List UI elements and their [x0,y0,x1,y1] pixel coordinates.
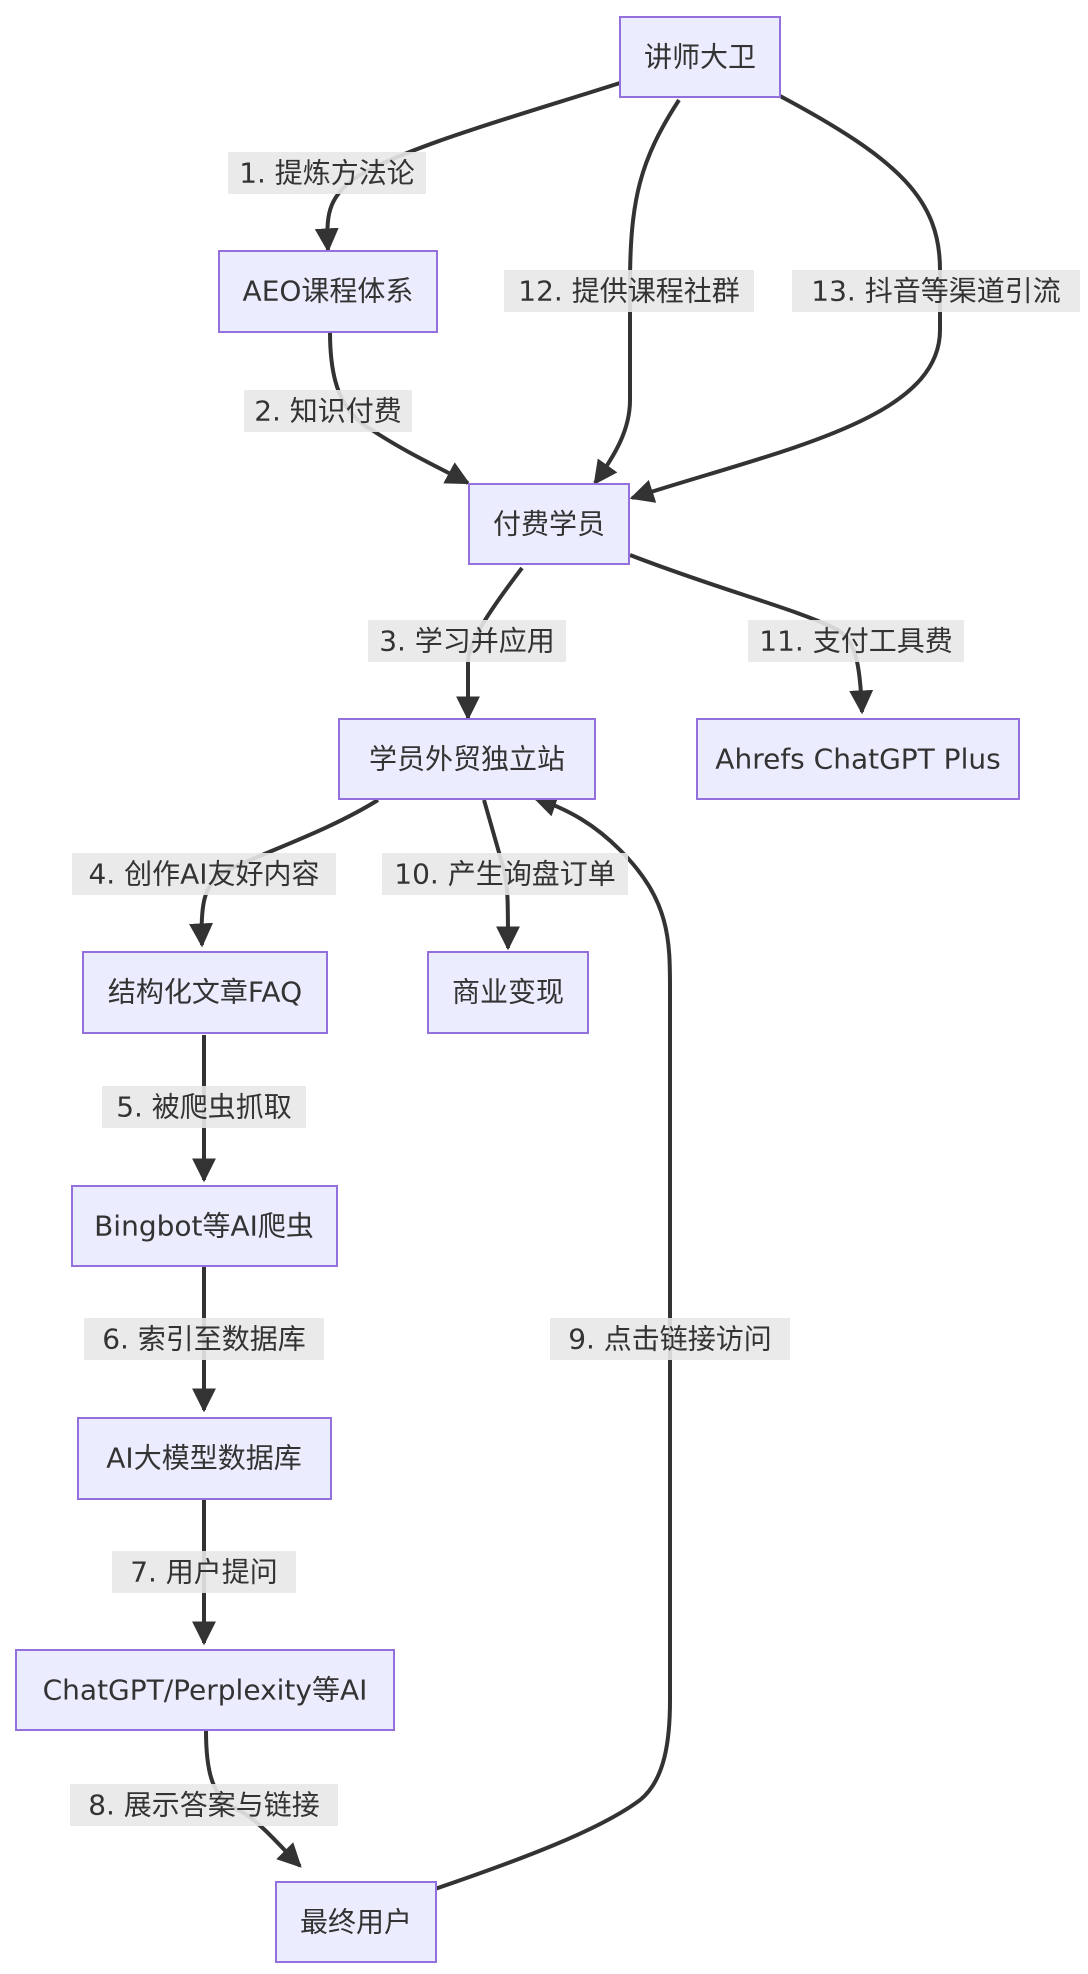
node-david-label: 讲师大卫 [644,41,756,74]
node-chatgpt[interactable]: ChatGPT/Perplexity等AI [15,1649,395,1731]
edge-label-12-text: 12. 提供课程社群 [518,275,739,308]
node-site-label: 学员外贸独立站 [369,743,565,776]
node-aeo[interactable]: AEO课程体系 [218,250,438,333]
node-faq[interactable]: 结构化文章FAQ [82,951,328,1034]
node-faq-label: 结构化文章FAQ [108,976,302,1009]
node-bingbot[interactable]: Bingbot等AI爬虫 [71,1185,338,1267]
edge-label-3: 3. 学习并应用 [368,620,566,662]
edge-label-13-text: 13. 抖音等渠道引流 [811,275,1060,308]
edge-enduser-to-site [431,793,672,1892]
edge-label-8-text: 8. 展示答案与链接 [88,1789,320,1822]
node-site[interactable]: 学员外贸独立站 [338,718,596,800]
node-tools-label: Ahrefs ChatGPT Plus [715,743,1000,776]
node-bingbot-label: Bingbot等AI爬虫 [94,1210,314,1243]
edge-label-5-text: 5. 被爬虫抓取 [116,1091,292,1124]
edge-david-to-student-douyin [629,94,942,503]
edge-david-to-student-courses [593,98,681,485]
edge-label-5: 5. 被爬虫抓取 [102,1086,306,1128]
node-llmdb-label: AI大模型数据库 [106,1442,301,1475]
edge-labels: 1. 提炼方法论 2. 知识付费 12. 提供课程社群 13. 抖音等渠道引流 … [70,152,1080,1826]
edge-label-3-text: 3. 学习并应用 [379,625,555,658]
edge-label-9: 9. 点击链接访问 [550,1318,790,1360]
node-enduser[interactable]: 最终用户 [275,1881,437,1963]
edge-label-6-text: 6. 索引至数据库 [102,1323,306,1356]
edge-label-12: 12. 提供课程社群 [504,270,754,312]
edge-label-10: 10. 产生询盘订单 [382,853,628,895]
edge-label-10-text: 10. 产生询盘订单 [394,858,615,891]
edge-label-11-text: 11. 支付工具费 [759,625,952,658]
edge-label-7-text: 7. 用户提问 [130,1556,278,1589]
nodes: 讲师大卫 AEO课程体系 付费学员 学员外贸独立站 Ahrefs ChatGPT… [15,16,1020,1963]
node-tools[interactable]: Ahrefs ChatGPT Plus [696,718,1020,800]
edge-label-13: 13. 抖音等渠道引流 [792,270,1080,312]
node-chatgpt-label: ChatGPT/Perplexity等AI [43,1674,368,1707]
edge-label-8: 8. 展示答案与链接 [70,1784,338,1826]
node-business[interactable]: 商业变现 [427,951,589,1034]
node-aeo-label: AEO课程体系 [243,275,414,308]
edge-label-2: 2. 知识付费 [244,390,412,432]
edge-label-1: 1. 提炼方法论 [228,152,426,194]
node-david[interactable]: 讲师大卫 [619,16,781,98]
edge-label-2-text: 2. 知识付费 [254,395,402,428]
edge-label-1-text: 1. 提炼方法论 [239,157,415,190]
edge-label-11: 11. 支付工具费 [748,620,964,662]
edge-label-4-text: 4. 创作AI友好内容 [88,858,319,891]
edge-label-9-text: 9. 点击链接访问 [568,1323,772,1356]
node-business-label: 商业变现 [452,976,564,1009]
node-student-label: 付费学员 [493,508,605,541]
edge-label-4: 4. 创作AI友好内容 [72,853,336,895]
node-enduser-label: 最终用户 [300,1906,412,1939]
node-llmdb[interactable]: AI大模型数据库 [77,1417,332,1500]
node-student[interactable]: 付费学员 [468,483,630,565]
edge-label-6: 6. 索引至数据库 [84,1318,324,1360]
edge-label-7: 7. 用户提问 [112,1551,296,1593]
